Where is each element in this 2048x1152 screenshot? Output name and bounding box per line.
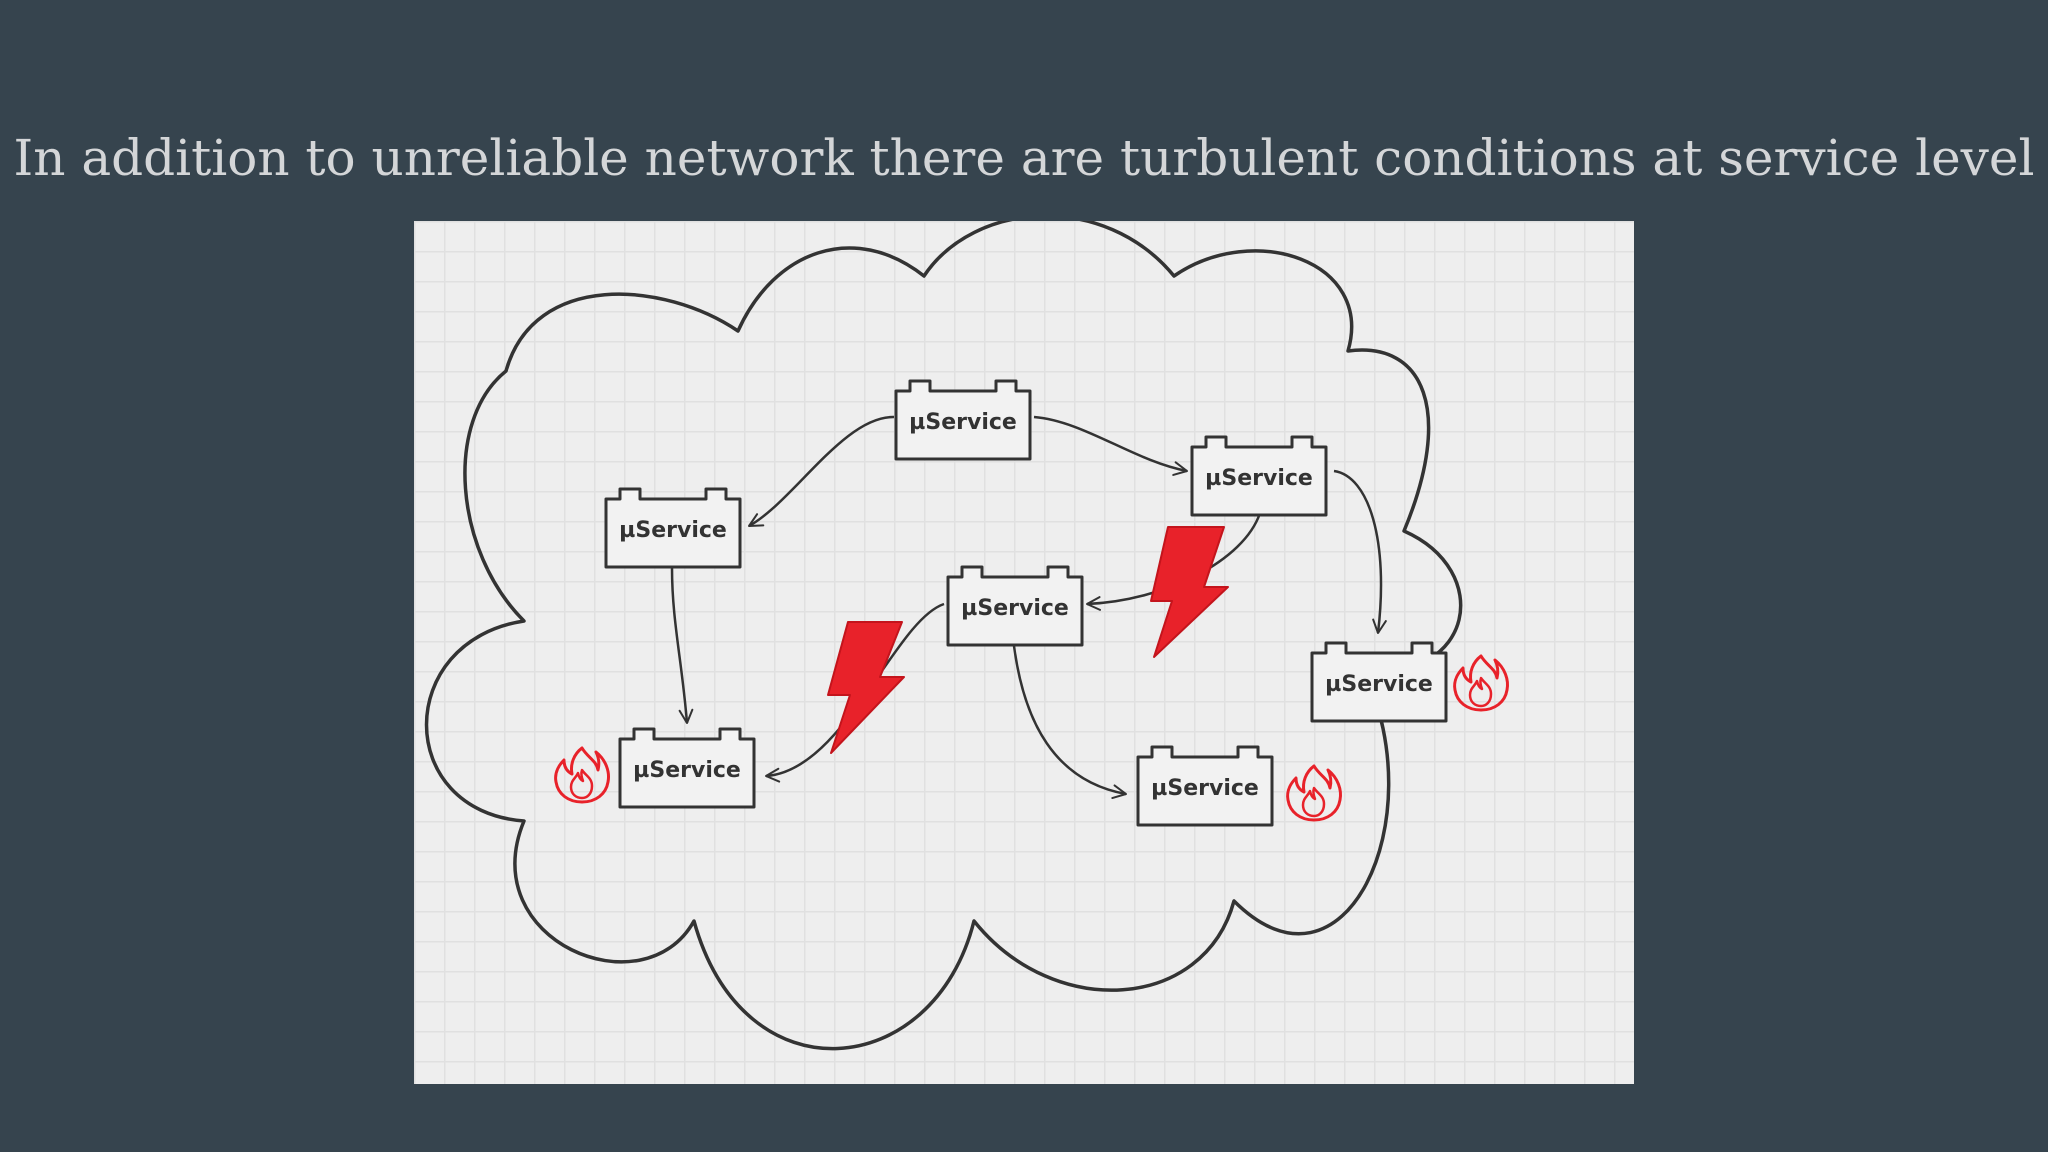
edge-right-top-to-right — [1333, 469, 1387, 634]
service-label: µService — [619, 518, 727, 543]
fire-icon — [554, 746, 610, 804]
lightning-bolt-icon — [1150, 526, 1229, 658]
service-node: µService — [894, 379, 1032, 461]
service-node: µService — [604, 487, 742, 569]
service-label: µService — [1205, 466, 1313, 491]
edge-top-to-left — [748, 415, 895, 528]
service-node: µService — [1190, 435, 1328, 517]
service-node: µService — [946, 565, 1084, 647]
slide-title: In addition to unreliable network there … — [13, 129, 2035, 187]
service-node: µService — [618, 727, 756, 809]
cloud-outline — [424, 221, 1463, 1051]
service-label: µService — [633, 758, 741, 783]
edge-center-to-bottom-center — [1012, 645, 1127, 800]
lightning-bolt-icon — [827, 621, 905, 754]
edge-left-to-bottom-left — [670, 567, 694, 724]
fire-icon — [1286, 764, 1342, 822]
edge-top-to-right-top — [1033, 415, 1188, 476]
fire-icon — [1453, 654, 1509, 712]
service-label: µService — [961, 596, 1069, 621]
service-label: µService — [909, 410, 1017, 435]
service-label: µService — [1151, 776, 1259, 801]
service-label: µService — [1325, 672, 1433, 697]
service-node: µService — [1310, 641, 1448, 723]
service-node: µService — [1136, 745, 1274, 827]
microservice-network-diagram: µService µService µService µService µSer… — [424, 221, 1509, 1051]
diagram-panel: µService µService µService µService µSer… — [414, 221, 1634, 1084]
